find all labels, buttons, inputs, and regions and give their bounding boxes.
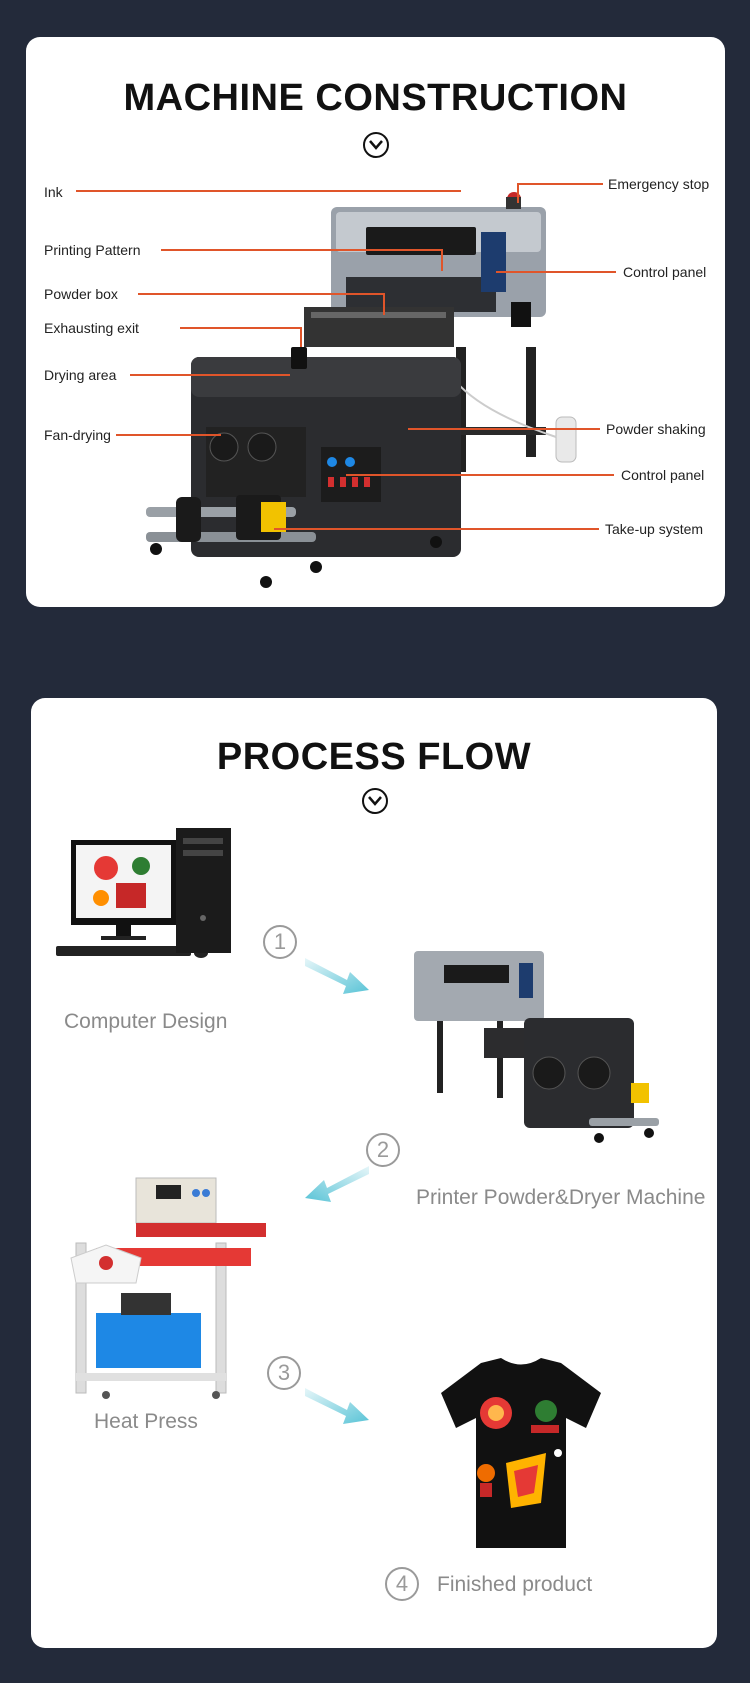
process-title: PROCESS FLOW	[216, 736, 532, 778]
label-printing-pattern: Printing Pattern	[44, 242, 141, 258]
arrow-right-down-icon	[305, 958, 369, 994]
arrow-left-down-icon	[305, 1166, 369, 1202]
step-label-printer-powder-dryer: Printer Powder&Dryer Machine	[416, 1186, 706, 1209]
label-fan-drying: Fan-drying	[44, 427, 111, 443]
printer-dryer-illustration	[414, 951, 659, 1143]
process-flow-card: PROCESS FLOW 1 Computer Design	[31, 698, 717, 1648]
heat-press-illustration	[70, 1177, 266, 1399]
leader-line	[517, 183, 519, 203]
machine-construction-card: MACHINE CONSTRUCTION	[26, 37, 725, 607]
label-take-up-system: Take-up system	[605, 521, 704, 537]
leader-line	[130, 374, 290, 376]
chevron-down-circle-icon	[363, 132, 389, 158]
label-control-panel-dryer: Control panel	[621, 467, 705, 483]
leader-line	[517, 183, 603, 185]
leader-line	[180, 327, 300, 329]
label-powder-box: Powder box	[44, 286, 118, 302]
step-number-1: 1	[263, 925, 297, 959]
step-number-2: 2	[366, 1133, 400, 1167]
leader-line	[274, 528, 599, 530]
label-ink: Ink	[44, 184, 63, 200]
label-exhausting-exit: Exhausting exit	[44, 320, 139, 336]
chevron-down-circle-icon	[362, 788, 388, 814]
leader-line	[138, 293, 383, 295]
step-label-computer-design: Computer Design	[64, 1010, 228, 1033]
construction-title: MACHINE CONSTRUCTION	[123, 77, 628, 119]
leader-line	[116, 434, 221, 436]
step-label-finished-product: Finished product	[437, 1573, 593, 1596]
step-number-3: 3	[267, 1356, 301, 1390]
label-powder-shaking: Powder shaking	[606, 421, 706, 437]
arrow-right-down-icon	[305, 1388, 369, 1424]
leader-line	[383, 293, 385, 315]
leader-line	[161, 249, 441, 251]
label-emergency-stop: Emergency stop	[608, 176, 710, 192]
leader-line	[76, 190, 461, 192]
leader-line	[300, 327, 302, 347]
computer-illustration	[56, 828, 231, 958]
step-label-heat-press: Heat Press	[94, 1410, 198, 1433]
leader-line	[441, 249, 443, 271]
leader-line	[496, 271, 616, 273]
leader-line	[346, 474, 614, 476]
step-number-4: 4	[385, 1567, 419, 1601]
leader-line	[408, 428, 600, 430]
finished-tshirt-illustration	[441, 1358, 601, 1548]
dtf-machine-illustration	[146, 192, 577, 588]
label-drying-area: Drying area	[44, 367, 117, 383]
label-control-panel-printer: Control panel	[623, 264, 707, 280]
